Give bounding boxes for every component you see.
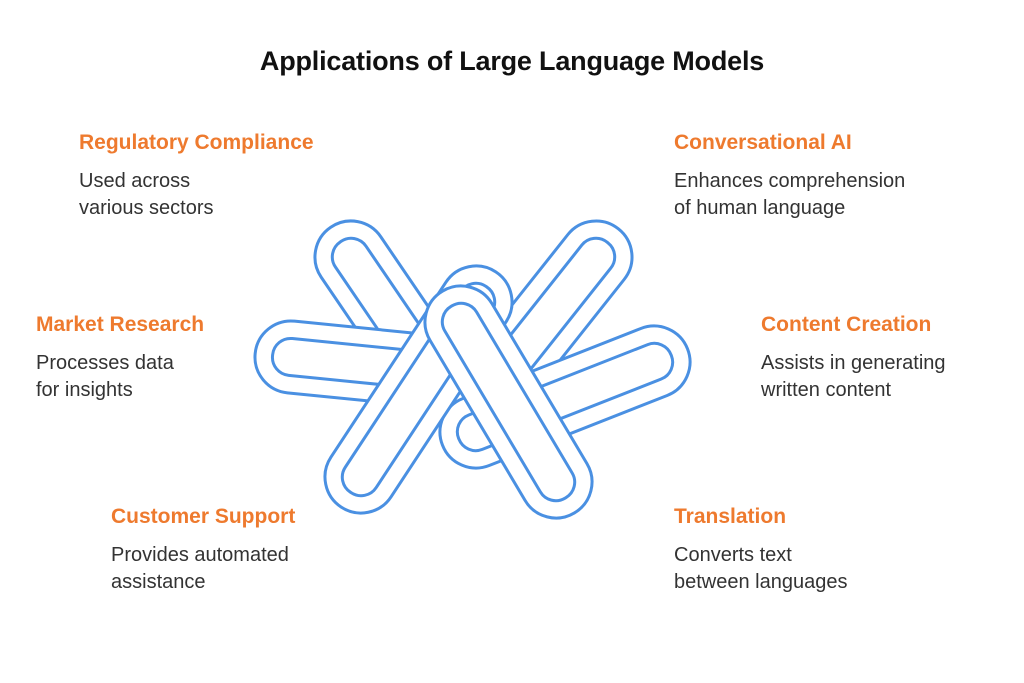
item-description: Provides automated assistance — [111, 544, 289, 593]
page-title: Applications of Large Language Models — [259, 46, 765, 76]
item-translation: Translation Converts text between langua… — [674, 505, 847, 596]
item-description: Processes data for insights — [36, 352, 174, 401]
item-heading: Regulatory Compliance — [79, 131, 314, 154]
lobe-inner-outline — [455, 341, 675, 453]
item-heading: Market Research — [36, 313, 205, 336]
knot-lobe — [423, 284, 594, 520]
item-market-research: Market Research Processes data for insig… — [36, 313, 204, 404]
lobe-inner-outline — [440, 301, 577, 503]
item-description: Used across various sectors — [79, 170, 214, 219]
item-content-creation: Content Creation Assists in generating w… — [761, 313, 946, 404]
lobe-outer-outline — [423, 284, 594, 520]
item-description: Converts text between languages — [674, 544, 848, 593]
item-customer-support: Customer Support Provides automated assi… — [111, 505, 295, 596]
lobe-inner-outline — [340, 281, 497, 498]
item-description: Assists in generating written content — [761, 352, 946, 401]
item-description: Enhances comprehension of human language — [674, 170, 906, 219]
item-heading: Content Creation — [761, 313, 932, 336]
item-regulatory-compliance: Regulatory Compliance Used across variou… — [79, 131, 314, 222]
item-heading: Translation — [674, 505, 787, 528]
item-conversational-ai: Conversational AI Enhances comprehension… — [674, 131, 905, 222]
item-heading: Customer Support — [111, 505, 296, 528]
item-heading: Conversational AI — [674, 131, 852, 154]
